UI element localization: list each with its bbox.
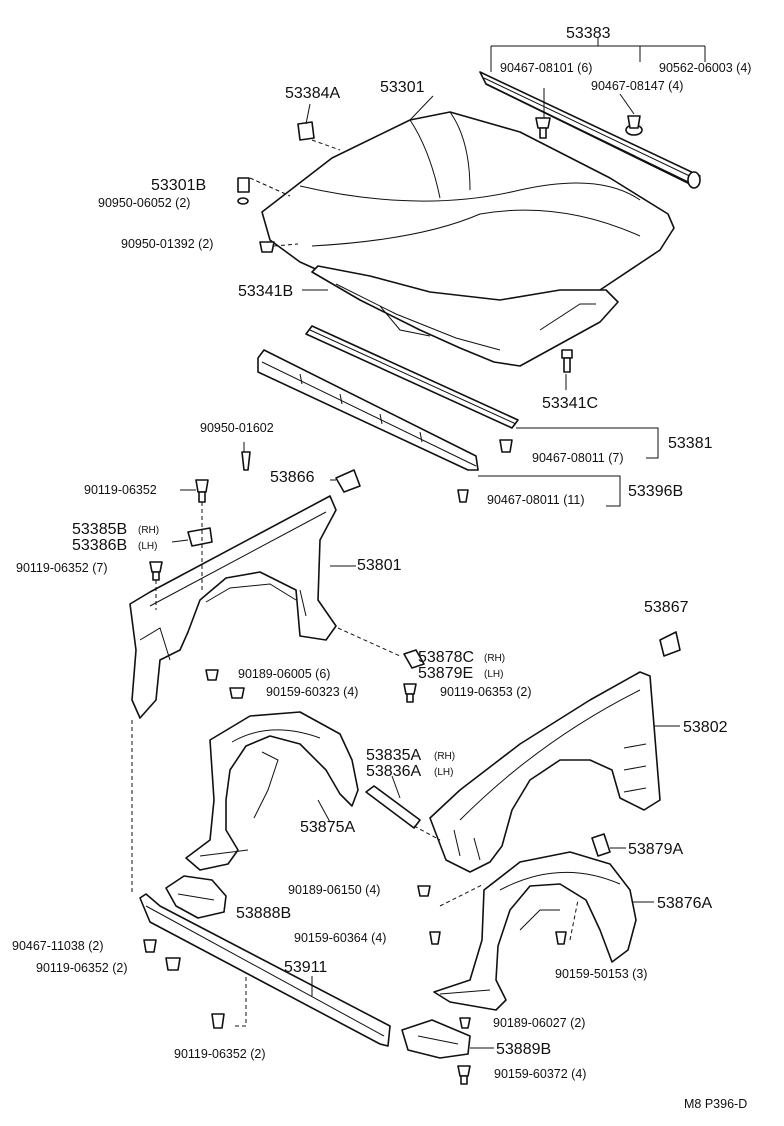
- clip-icon: [535, 117, 551, 139]
- lower-apron-53911: [139, 893, 391, 1047]
- label-90467-08147: 90467-08147 (4): [591, 79, 683, 93]
- label-53911: 53911: [284, 959, 327, 976]
- bracket-53385B-icon: [187, 527, 213, 547]
- label-53383: 53383: [566, 25, 611, 42]
- label-53866: 53866: [270, 469, 315, 486]
- label-53879E: 53879E: [418, 665, 473, 682]
- label-90119-06352-7: 90119-06352 (7): [16, 561, 108, 575]
- label-53867: 53867: [644, 599, 689, 616]
- label-53879E-side: (LH): [484, 669, 503, 680]
- splash-shield-53888B: [165, 875, 227, 919]
- label-53888B: 53888B: [236, 905, 291, 922]
- label-53801: 53801: [357, 557, 402, 574]
- label-90119-06352-2b: 90119-06352 (2): [174, 1047, 266, 1061]
- label-53876A: 53876A: [657, 895, 712, 912]
- label-90562-06003: 90562-06003 (4): [659, 61, 751, 75]
- label-53386B: 53386B: [72, 537, 127, 554]
- label-53396B: 53396B: [628, 483, 683, 500]
- label-90189-06150: 90189-06150 (4): [288, 883, 380, 897]
- label-53836A-side: (LH): [434, 767, 453, 778]
- hood-cushion-icon: [297, 121, 315, 141]
- label-53384A: 53384A: [285, 85, 340, 102]
- brace-leader: [391, 775, 441, 841]
- label-90159-60323: 90159-60323 (4): [266, 685, 358, 699]
- label-90159-60364: 90159-60364 (4): [294, 931, 386, 945]
- label-53835A-side: (RH): [434, 751, 455, 762]
- label-53875A: 53875A: [300, 819, 355, 836]
- hood-seal-strip: [479, 71, 701, 189]
- label-90467-08011-7: 90467-08011 (7): [532, 451, 624, 465]
- label-53381: 53381: [668, 435, 713, 452]
- label-90950-01602: 90950-01602: [200, 421, 274, 435]
- label-90467-08101: 90467-08101 (6): [500, 61, 592, 75]
- right-liner-leaders: [439, 883, 654, 941]
- hood-leader-lines: [249, 88, 635, 390]
- bracket-53383: [490, 38, 706, 72]
- clip-icon: [417, 885, 567, 1029]
- label-53879A: 53879A: [628, 841, 683, 858]
- bracket-53878C-icon: [403, 649, 425, 669]
- label-90950-06052: 90950-06052 (2): [98, 196, 190, 210]
- label-53836A: 53836A: [366, 763, 421, 780]
- seal-leader-lines: [243, 427, 659, 507]
- left-liner-leader: [317, 799, 331, 823]
- label-53341B: 53341B: [238, 283, 293, 300]
- label-53889B: 53889B: [496, 1041, 551, 1058]
- footer-code: M8 P396-D: [684, 1097, 747, 1111]
- label-90467-11038: 90467-11038 (2): [12, 939, 104, 953]
- right-fender-liner: [433, 851, 637, 1011]
- label-90189-06027: 90189-06027 (2): [493, 1016, 585, 1030]
- left-fender-liner-bracket: [129, 495, 337, 719]
- bolt-icon: [195, 479, 209, 503]
- label-53878C: 53878C: [418, 649, 474, 666]
- label-53386B-side: (LH): [138, 541, 157, 552]
- front-fender-seal: [257, 349, 479, 471]
- hood-bumper-small-icon: [237, 177, 275, 253]
- clip-icon: [143, 939, 225, 1029]
- label-53301B: 53301B: [151, 177, 206, 194]
- hood-bumper-icon: [561, 349, 573, 373]
- left-fender-leader-lines: [131, 479, 401, 1027]
- brace-53835A-icon: [365, 785, 421, 829]
- hood-insulator: [311, 265, 619, 367]
- label-90950-01392: 90950-01392 (2): [121, 237, 213, 251]
- label-53878C-side: (RH): [484, 653, 505, 664]
- bolt-icon: [149, 561, 163, 581]
- label-90119-06352-a: 90119-06352: [84, 483, 157, 497]
- label-90119-06353: 90119-06353 (2): [440, 685, 532, 699]
- bolt-icon: [457, 1065, 471, 1085]
- bracket-53879A-icon: [591, 833, 611, 857]
- label-53385B-side: (RH): [138, 525, 159, 536]
- hood-to-cowl-seal: [305, 325, 519, 429]
- bracket-53867-icon: [659, 631, 681, 657]
- label-90159-50153: 90159-50153 (3): [555, 967, 647, 981]
- label-90189-06005: 90189-06005 (6): [238, 667, 330, 681]
- label-53341C: 53341C: [542, 395, 598, 412]
- label-53835A: 53835A: [366, 747, 421, 764]
- label-53301: 53301: [380, 79, 425, 96]
- grommet-icon: [625, 115, 643, 136]
- label-53802: 53802: [683, 719, 728, 736]
- label-90467-08011-11: 90467-08011 (11): [487, 493, 585, 507]
- clip-icon: [241, 439, 513, 503]
- right-fender-panel: [429, 671, 661, 873]
- bolt-icon: [403, 683, 417, 703]
- left-fender-liner: [185, 711, 359, 871]
- splash-shield-53889B: [401, 1019, 471, 1059]
- clip-icon: [205, 669, 245, 699]
- label-90159-60372: 90159-60372 (4): [494, 1067, 586, 1081]
- bracket-53866-icon: [335, 469, 361, 493]
- label-90119-06352-2a: 90119-06352 (2): [36, 961, 128, 975]
- label-53385B: 53385B: [72, 521, 127, 538]
